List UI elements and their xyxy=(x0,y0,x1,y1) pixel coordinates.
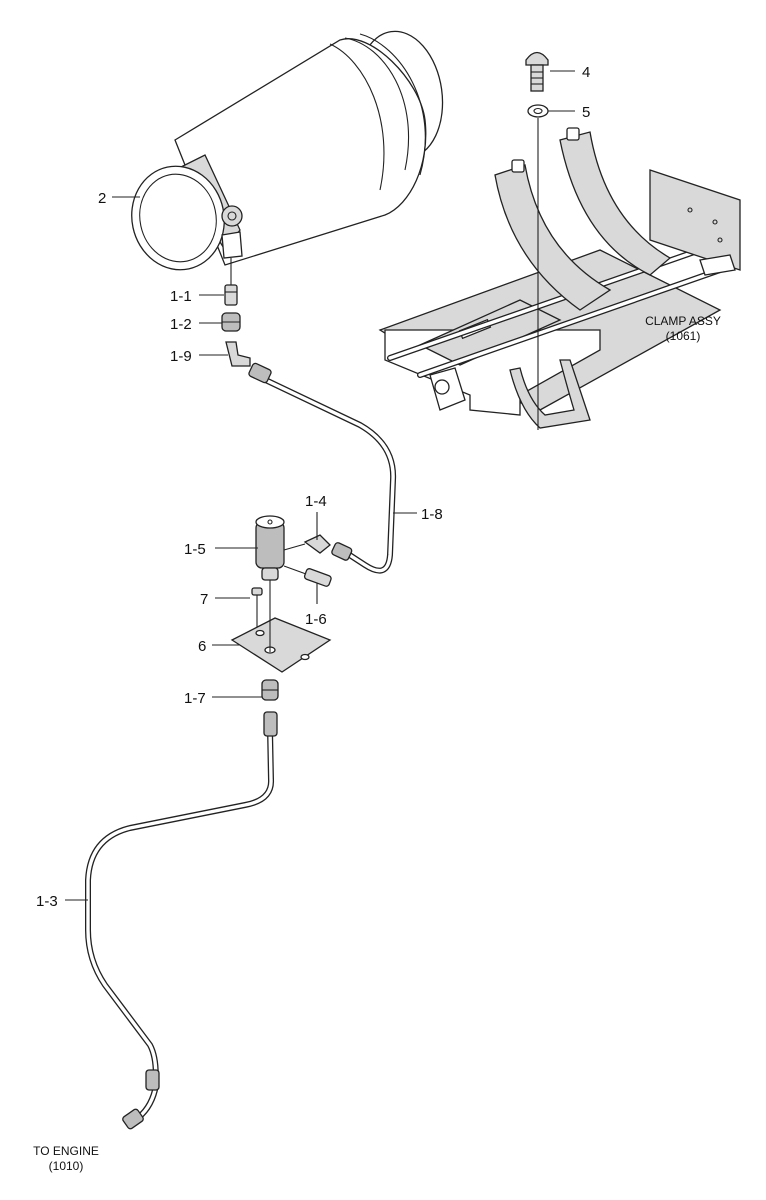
hose-1-8 xyxy=(248,362,397,574)
callout-1-4: 1-4 xyxy=(305,493,327,510)
fitting-1-1 xyxy=(224,284,238,306)
clamp-assy-ref: (1061) xyxy=(666,329,701,343)
fitting-1-7 xyxy=(261,679,279,701)
elbow-fitting-1-9 xyxy=(225,341,251,367)
callout-5: 5 xyxy=(582,104,590,121)
callout-1-6: 1-6 xyxy=(305,611,327,628)
callout-1-8: 1-8 xyxy=(421,506,443,523)
washer-5 xyxy=(527,104,549,118)
to-engine-ref: (1010) xyxy=(49,1159,84,1173)
bolt-4 xyxy=(525,51,549,92)
tee-fitting-1-4 xyxy=(283,534,331,554)
air-tank xyxy=(131,30,444,271)
callout-4: 4 xyxy=(582,64,590,81)
callout-7: 7 xyxy=(200,591,208,608)
callout-1-3: 1-3 xyxy=(36,893,58,910)
to-engine-title: TO ENGINE xyxy=(33,1144,99,1158)
mounting-bracket-6 xyxy=(230,617,332,673)
hose-1-3 xyxy=(85,711,278,1130)
fitting-1-2 xyxy=(221,312,241,332)
callout-6: 6 xyxy=(198,638,206,655)
callout-2: 2 xyxy=(98,190,106,207)
callout-1-2: 1-2 xyxy=(170,316,192,333)
clamp-assy-title: CLAMP ASSY xyxy=(645,314,721,328)
connector-1-6 xyxy=(283,565,332,587)
pressure-switch-1-5 xyxy=(255,515,285,581)
leader-lines xyxy=(65,70,575,901)
callout-1-7: 1-7 xyxy=(184,690,206,707)
bolt-7 xyxy=(251,587,263,630)
callout-1-1: 1-1 xyxy=(170,288,192,305)
callout-1-5: 1-5 xyxy=(184,541,206,558)
callout-1-9: 1-9 xyxy=(170,348,192,365)
clamp-assembly xyxy=(378,127,741,429)
